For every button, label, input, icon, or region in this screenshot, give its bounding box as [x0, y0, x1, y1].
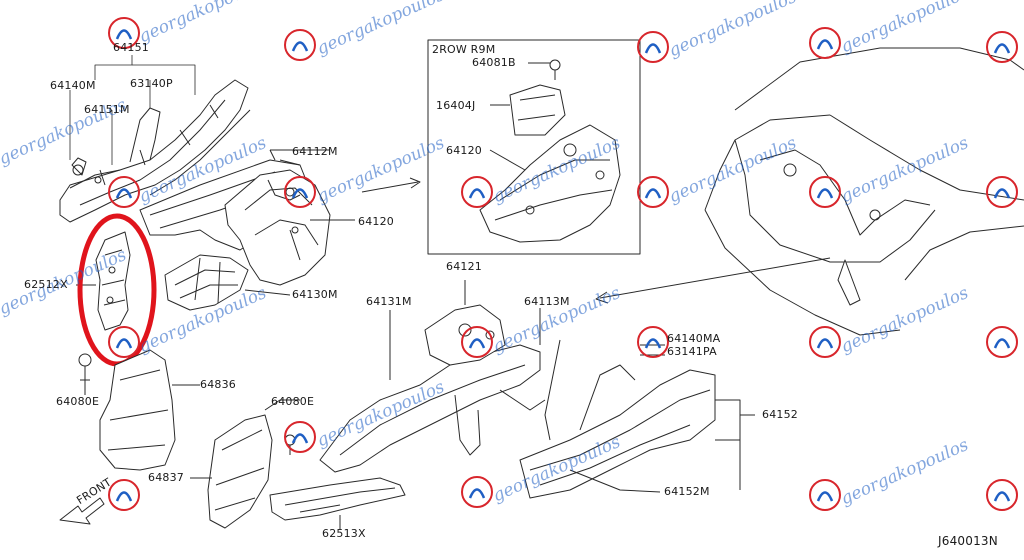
watermark-logo-icon [637, 176, 669, 208]
part-label-64112m: 64112M [292, 145, 338, 158]
part-label-16404j: 16404J [436, 99, 476, 112]
part-label-64152: 64152 [762, 408, 798, 421]
part-label-64081b: 64081B [472, 56, 516, 69]
watermark-logo-icon [637, 326, 669, 358]
watermark-logo-icon [986, 479, 1018, 511]
diagram-code: J640013N [938, 534, 998, 548]
watermark-logo-icon [108, 326, 140, 358]
watermark-logo-icon [461, 176, 493, 208]
inset-title: 2ROW R9M [432, 43, 496, 56]
watermark-logo-icon [809, 326, 841, 358]
part-label-64080e: 64080E [56, 395, 100, 408]
part-label-64080e: 64080E [271, 395, 315, 408]
watermark-logo-icon [637, 31, 669, 63]
part-label-63140p: 63140P [130, 77, 173, 90]
inner-wheelhouse-part [224, 169, 355, 286]
part-label-64836: 64836 [200, 378, 236, 391]
part-label-64837: 64837 [148, 471, 184, 484]
watermark-logo-icon [284, 29, 316, 61]
part-label-64130m: 64130M [292, 288, 338, 301]
front-direction-arrow [59, 497, 105, 525]
upper-rail-part [59, 79, 251, 223]
vehicle-silhouette [704, 47, 1024, 336]
part-label-64140m: 64140M [50, 79, 96, 92]
part-label-64140ma: 64140MA [667, 332, 721, 345]
reference-arrows [361, 177, 831, 304]
part-label-64152m: 64152M [664, 485, 710, 498]
splash-shield-part [164, 254, 291, 311]
watermark-logo-icon [461, 326, 493, 358]
part-label-64120: 64120 [446, 144, 482, 157]
leader-lines-top-left [69, 55, 196, 165]
watermark-logo-icon [986, 326, 1018, 358]
inset-frame [427, 39, 641, 255]
watermark-logo-icon [986, 31, 1018, 63]
inset-part [479, 59, 621, 243]
watermark-logo-icon [284, 176, 316, 208]
fender-liner-part [190, 399, 300, 529]
watermark-logo-icon [461, 476, 493, 508]
watermark-logo-icon [108, 176, 140, 208]
main-rail-part [319, 280, 546, 473]
part-label-63141pa: 63141PA [667, 345, 717, 358]
lower-rail-part [269, 477, 406, 530]
watermark-logo-icon [809, 176, 841, 208]
watermark-logo-icon [809, 27, 841, 59]
part-label-64151m: 64151M [84, 103, 130, 116]
clip-fastener-left [78, 353, 92, 395]
part-label-64120: 64120 [358, 215, 394, 228]
front-bracket-part [76, 231, 131, 331]
side-shield-part [99, 349, 200, 471]
part-label-64113m: 64113M [524, 295, 570, 308]
watermark-logo-icon [284, 421, 316, 453]
watermark-logo-icon [809, 479, 841, 511]
watermark-logo-icon [108, 479, 140, 511]
side-member-part [519, 339, 755, 499]
part-label-64121: 64121 [446, 260, 482, 273]
part-label-62512x: 62512X [24, 278, 68, 291]
part-label-64151: 64151 [113, 41, 149, 54]
part-label-62513x: 62513X [322, 527, 366, 540]
watermark-logo-icon [108, 17, 140, 49]
part-label-64131m: 64131M [366, 295, 412, 308]
watermark-logo-icon [986, 176, 1018, 208]
